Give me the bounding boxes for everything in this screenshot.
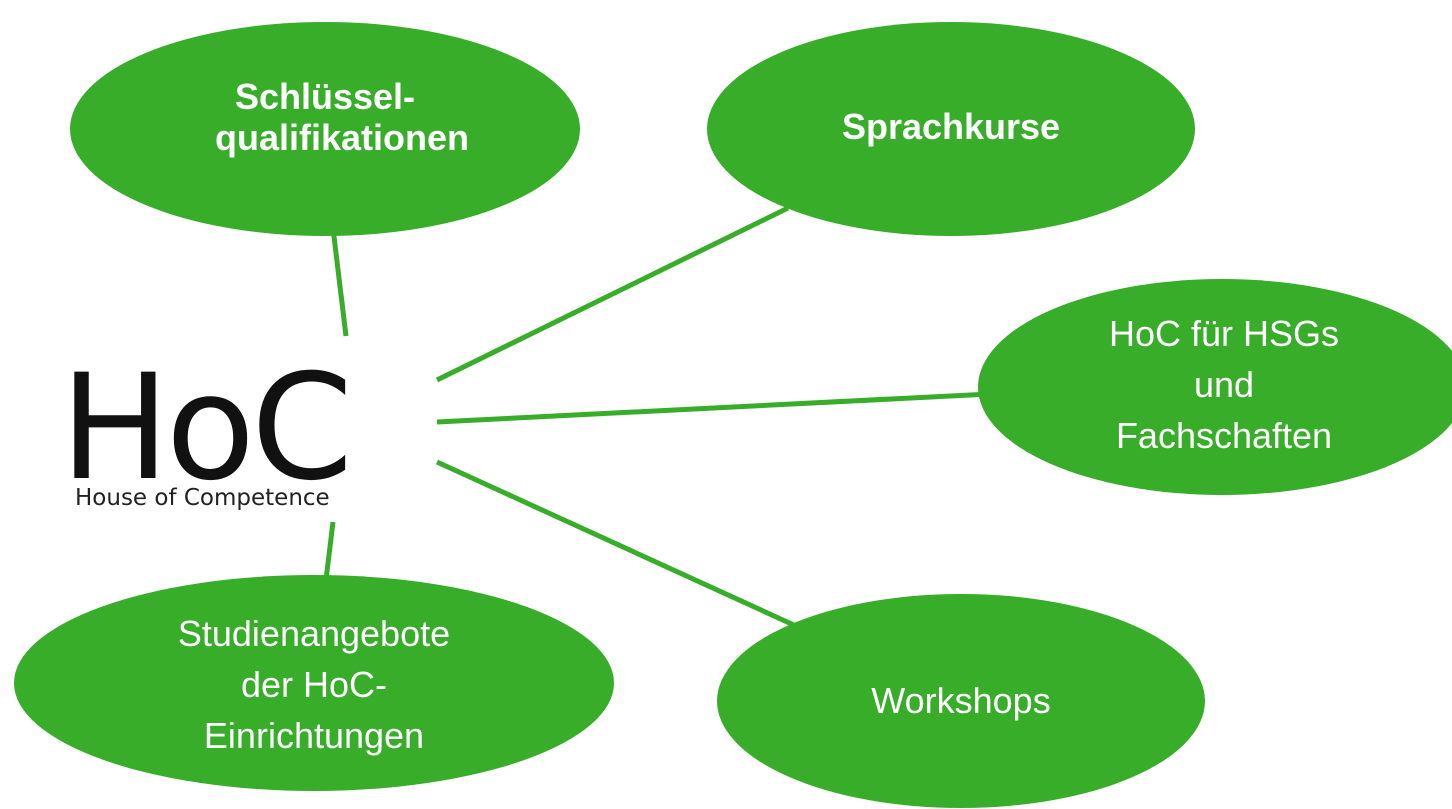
node-hoc-fuer-hsgs: HoC für HSGs und Fachschaften xyxy=(978,279,1452,495)
node-hsg-line-3: Fachschaften xyxy=(1116,415,1332,456)
logo-tagline: House of Competence xyxy=(75,485,330,511)
node-hsg-line-1: HoC für HSGs xyxy=(1109,313,1339,354)
node-studien-ellipse xyxy=(14,575,614,791)
hoc-logo: HoC House of Competence xyxy=(60,343,353,513)
logo-main-text: HoC xyxy=(60,343,349,513)
node-studien-line-1: Studienangebote xyxy=(178,613,450,654)
node-schluessel-ellipse xyxy=(70,22,580,236)
node-hsg-line-2: und xyxy=(1194,364,1254,405)
node-sprachkurse: Sprachkurse xyxy=(707,22,1195,236)
connector-hsg xyxy=(436,391,991,425)
node-workshops-ellipse xyxy=(717,594,1205,808)
node-workshops-line-1: Workshops xyxy=(871,680,1050,721)
node-sprachkurse-ellipse xyxy=(707,22,1195,236)
node-schluessel-line-1: Schlüssel- xyxy=(235,76,415,117)
node-schluesselqualifikationen: Schlüssel- qualifikationen xyxy=(70,22,580,236)
connector-workshops xyxy=(435,459,798,629)
connector-sprachkurse xyxy=(435,205,790,383)
node-hsg-ellipse xyxy=(978,279,1452,495)
node-studien-line-3: Einrichtungen xyxy=(204,715,424,756)
connector-schluessel xyxy=(329,219,349,337)
node-studienangebote: Studienangebote der HoC- Einrichtungen xyxy=(14,575,614,791)
node-sprachkurse-line-1: Sprachkurse xyxy=(842,106,1060,147)
node-workshops: Workshops xyxy=(717,594,1205,808)
node-studien-line-2: der HoC- xyxy=(241,664,387,705)
node-schluessel-line-2: qualifikationen xyxy=(215,117,469,158)
